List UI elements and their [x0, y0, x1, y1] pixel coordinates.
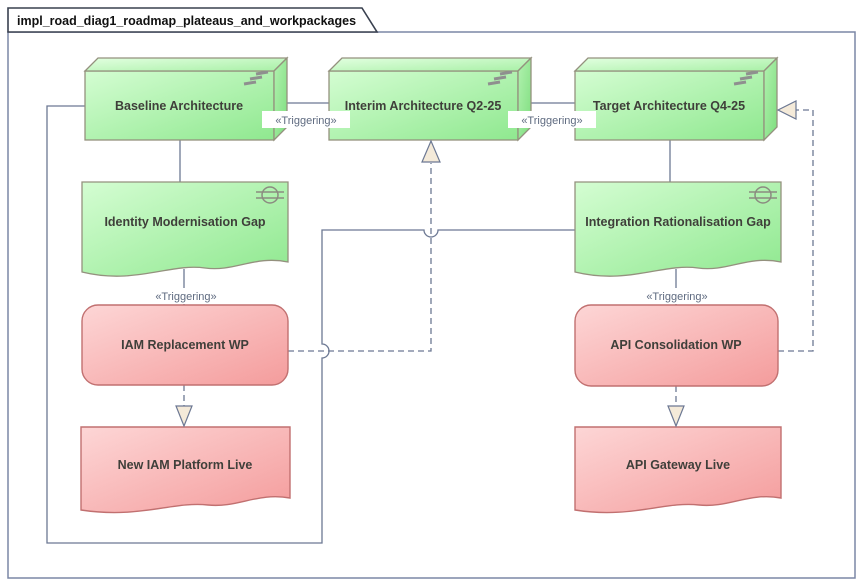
gap-identity-modernisation[interactable]: Identity Modernisation Gap	[81, 181, 289, 277]
plateau-label: Baseline Architecture	[115, 99, 243, 113]
connector-realization-iamwp-interim[interactable]	[288, 163, 432, 352]
realization-arrowhead-left-icon	[776, 100, 797, 120]
plateau-interim-architecture[interactable]: Interim Architecture Q2-25	[327, 56, 533, 142]
work-package-label: API Consolidation WP	[610, 338, 741, 352]
work-package-api-consolidation[interactable]: API Consolidation WP	[574, 304, 779, 387]
gap-icon	[256, 186, 284, 204]
work-package-label: IAM Replacement WP	[121, 338, 249, 352]
diagram-title-tab	[7, 7, 379, 33]
work-package-iam-replacement[interactable]: IAM Replacement WP	[81, 304, 289, 386]
connector-realization-apiwp-target[interactable]	[778, 109, 814, 352]
connector-label-triggering-4: «Triggering»	[640, 288, 714, 304]
connector-baseline-to-integration-gap[interactable]	[46, 105, 575, 544]
realization-arrowhead-down-icon	[667, 405, 685, 428]
deliverable-label: API Gateway Live	[626, 458, 730, 472]
svg-text:«Triggering»: «Triggering»	[521, 115, 582, 127]
plateau-target-architecture[interactable]: Target Architecture Q4-25	[573, 56, 779, 142]
gap-label: Identity Modernisation Gap	[104, 215, 265, 229]
connector-label-triggering-3: «Triggering»	[149, 288, 223, 304]
realization-arrowhead-down-icon	[175, 405, 193, 428]
svg-text:«Triggering»: «Triggering»	[155, 291, 216, 303]
connector-label-triggering-1: «Triggering»	[262, 111, 350, 128]
connector-label-triggering-2: «Triggering»	[508, 111, 596, 128]
svg-text:«Triggering»: «Triggering»	[275, 115, 336, 127]
plateau-baseline-architecture[interactable]: Baseline Architecture	[83, 56, 289, 142]
plateau-icon	[733, 70, 759, 86]
deliverable-new-iam-platform-live[interactable]: New IAM Platform Live	[80, 426, 291, 514]
deliverable-api-gateway-live[interactable]: API Gateway Live	[574, 426, 782, 514]
deliverable-label: New IAM Platform Live	[118, 458, 253, 472]
gap-icon	[749, 186, 777, 204]
svg-text:«Triggering»: «Triggering»	[646, 291, 707, 303]
plateau-icon	[243, 70, 269, 86]
plateau-label: Interim Architecture Q2-25	[345, 99, 502, 113]
diagram-title: impl_road_diag1_roadmap_plateaus_and_wor…	[17, 14, 356, 28]
plateau-icon	[487, 70, 513, 86]
plateau-label: Target Architecture Q4-25	[593, 99, 745, 113]
realization-arrowhead-up-icon	[421, 139, 441, 163]
gap-integration-rationalisation[interactable]: Integration Rationalisation Gap	[574, 181, 782, 277]
gap-label: Integration Rationalisation Gap	[585, 215, 771, 229]
